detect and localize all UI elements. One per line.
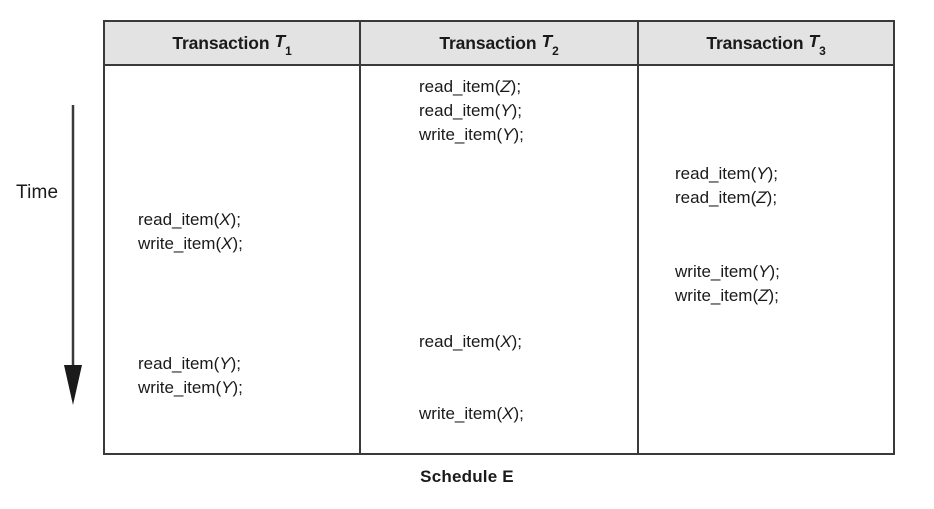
operation-variable: X <box>221 234 233 253</box>
operation-terminator: ); <box>511 101 522 120</box>
operation-line: write_item(Y); <box>675 260 780 284</box>
transaction-column-t1: read_item(X);write_item(X);read_item(Y);… <box>105 66 359 453</box>
column-header-t3-symbol: T3 <box>808 31 826 58</box>
operation-name: read_item( <box>419 77 501 96</box>
operation-line: write_item(Y); <box>419 123 524 147</box>
operation-line: write_item(X); <box>419 402 524 426</box>
operation-terminator: ); <box>232 378 243 397</box>
operation-variable: X <box>219 210 231 229</box>
operation-block: read_item(Y);write_item(Y); <box>138 352 243 400</box>
operation-name: write_item( <box>675 286 759 305</box>
operation-terminator: ); <box>230 354 241 373</box>
operation-terminator: ); <box>513 404 524 423</box>
operation-line: read_item(X); <box>138 208 243 232</box>
operation-line: write_item(Z); <box>675 284 780 308</box>
operation-block: read_item(X); <box>419 330 522 354</box>
operation-terminator: ); <box>767 164 778 183</box>
operation-variable: Z <box>756 188 767 207</box>
column-header-t3-subscript: 3 <box>819 43 826 58</box>
operation-line: write_item(Y); <box>138 376 243 400</box>
operation-line: read_item(X); <box>419 330 522 354</box>
operation-terminator: ); <box>769 262 780 281</box>
column-header-t1-symbol: T1 <box>274 31 292 58</box>
figure-caption: Schedule E <box>420 467 514 486</box>
operation-variable: X <box>502 404 514 423</box>
operation-variable: X <box>500 332 512 351</box>
operation-line: read_item(Z); <box>419 75 524 99</box>
time-axis: Time <box>0 60 103 460</box>
operation-name: read_item( <box>138 354 220 373</box>
operation-name: read_item( <box>675 164 757 183</box>
column-header-t2-symbol: T2 <box>541 31 559 58</box>
operation-variable: Z <box>758 286 769 305</box>
operation-variable: Y <box>756 164 768 183</box>
column-header-t2-subscript: 2 <box>552 43 559 58</box>
down-arrow-icon <box>64 105 82 405</box>
operation-block: read_item(Y);read_item(Z); <box>675 162 778 210</box>
operation-name: write_item( <box>138 234 222 253</box>
column-header-t3-text: Transaction <box>706 32 804 53</box>
operation-line: read_item(Y); <box>675 162 778 186</box>
table-body-row: read_item(X);write_item(X);read_item(Y);… <box>105 66 893 453</box>
operation-line: read_item(Z); <box>675 186 778 210</box>
column-header-t1-text: Transaction <box>172 32 270 53</box>
operation-variable: Y <box>500 101 512 120</box>
operation-name: write_item( <box>138 378 222 397</box>
operation-line: write_item(X); <box>138 232 243 256</box>
transaction-column-t2: read_item(Z);read_item(Y);write_item(Y);… <box>359 66 639 453</box>
operation-variable: Y <box>219 354 231 373</box>
operation-variable: Z <box>500 77 511 96</box>
operation-terminator: ); <box>230 210 241 229</box>
operation-line: read_item(Y); <box>419 99 524 123</box>
operation-variable: Y <box>502 125 514 144</box>
operation-name: write_item( <box>419 125 503 144</box>
column-header-t2-text: Transaction <box>439 32 537 53</box>
operation-terminator: ); <box>510 77 522 96</box>
operation-terminator: ); <box>511 332 522 351</box>
operation-name: write_item( <box>419 404 503 423</box>
operation-name: write_item( <box>675 262 759 281</box>
operation-name: read_item( <box>675 188 757 207</box>
operation-terminator: ); <box>768 286 779 305</box>
column-header-t1-subscript: 1 <box>285 43 292 58</box>
operation-block: write_item(Y);write_item(Z); <box>675 260 780 308</box>
operation-block: write_item(X); <box>419 402 524 426</box>
operation-variable: Y <box>758 262 770 281</box>
transaction-column-t3: read_item(Y);read_item(Z);write_item(Y);… <box>639 66 893 453</box>
operation-terminator: ); <box>513 125 524 144</box>
operation-terminator: ); <box>766 188 778 207</box>
operation-variable: Y <box>221 378 233 397</box>
operation-name: read_item( <box>419 101 501 120</box>
operation-block: read_item(Z);read_item(Y);write_item(Y); <box>419 75 524 147</box>
operation-name: read_item( <box>138 210 220 229</box>
time-axis-label: Time <box>16 182 59 203</box>
operation-terminator: ); <box>232 234 243 253</box>
operation-line: read_item(Y); <box>138 352 243 376</box>
operation-block: read_item(X);write_item(X); <box>138 208 243 256</box>
operation-name: read_item( <box>419 332 501 351</box>
